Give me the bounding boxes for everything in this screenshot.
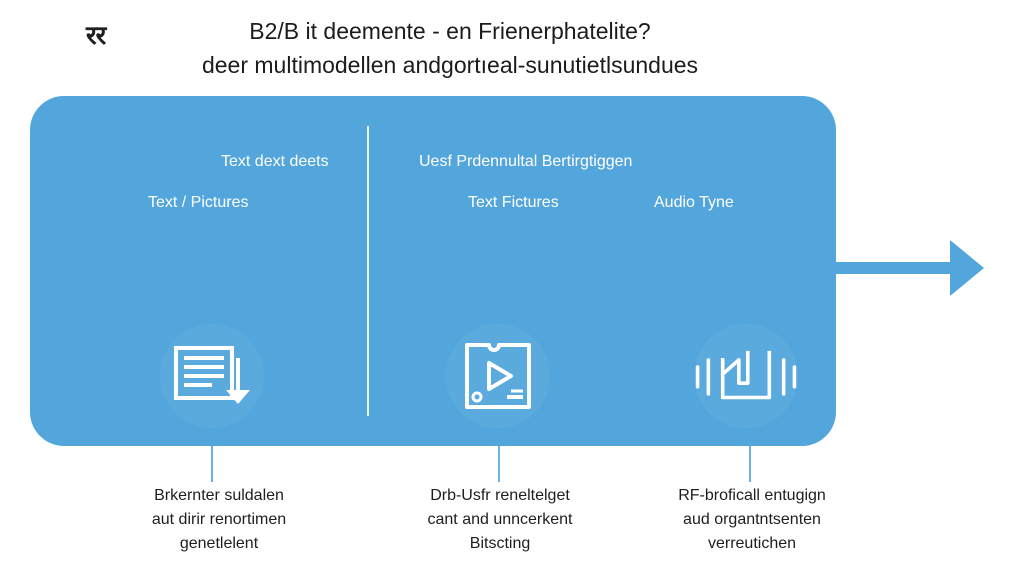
connector-line-3 xyxy=(749,446,751,482)
description-line: cant and unncerkent xyxy=(427,511,573,528)
description-line: aut dirir renortimen xyxy=(151,511,287,528)
document-icon-circle xyxy=(160,324,264,428)
description-1: Brkernter suldalen aut dirir renortimen … xyxy=(99,484,339,556)
description-line: verreutichen xyxy=(707,535,797,552)
description-line: Brkernter suldalen xyxy=(154,487,284,504)
video-icon-circle xyxy=(446,324,550,428)
description-line: Drb-Usfr reneltelget xyxy=(430,487,570,504)
description-3: RF-broficall entugign aud organtntsenten… xyxy=(632,484,872,556)
document-download-icon xyxy=(174,346,250,404)
label-left-sub: Text / Pictures xyxy=(148,194,249,211)
description-2: Drb-Usfr reneltelget cant and unncerkent… xyxy=(380,484,620,556)
title-line-1: B2/B it deemente - en Frienerphatelite? xyxy=(249,18,651,44)
label-right-sub-a: Text Fictures xyxy=(468,194,559,211)
panel-divider xyxy=(367,126,369,416)
label-right-sub-b: Audio Tyne xyxy=(654,194,734,211)
logo: रर xyxy=(86,21,106,51)
label-right-top: Uesf Prdennultal Bertirgtiggen xyxy=(419,153,633,170)
title-line-2: deer multimodellen andgortıeal-sunutietl… xyxy=(201,52,699,78)
connector-line-1 xyxy=(211,446,213,482)
description-line: Bitscting xyxy=(469,535,531,552)
description-line: aud organtntsenten xyxy=(683,511,821,528)
video-play-icon xyxy=(465,343,531,409)
arrow-right-icon xyxy=(834,240,984,296)
connector-line-2 xyxy=(498,446,500,482)
audio-icon-circle xyxy=(694,324,798,428)
description-line: RF-broficall entugign xyxy=(678,487,826,504)
multimodal-panel xyxy=(30,96,836,446)
label-left-top: Text dext deets xyxy=(221,153,329,170)
description-line: genetlelent xyxy=(179,535,259,552)
audio-waveform-icon xyxy=(695,350,797,400)
